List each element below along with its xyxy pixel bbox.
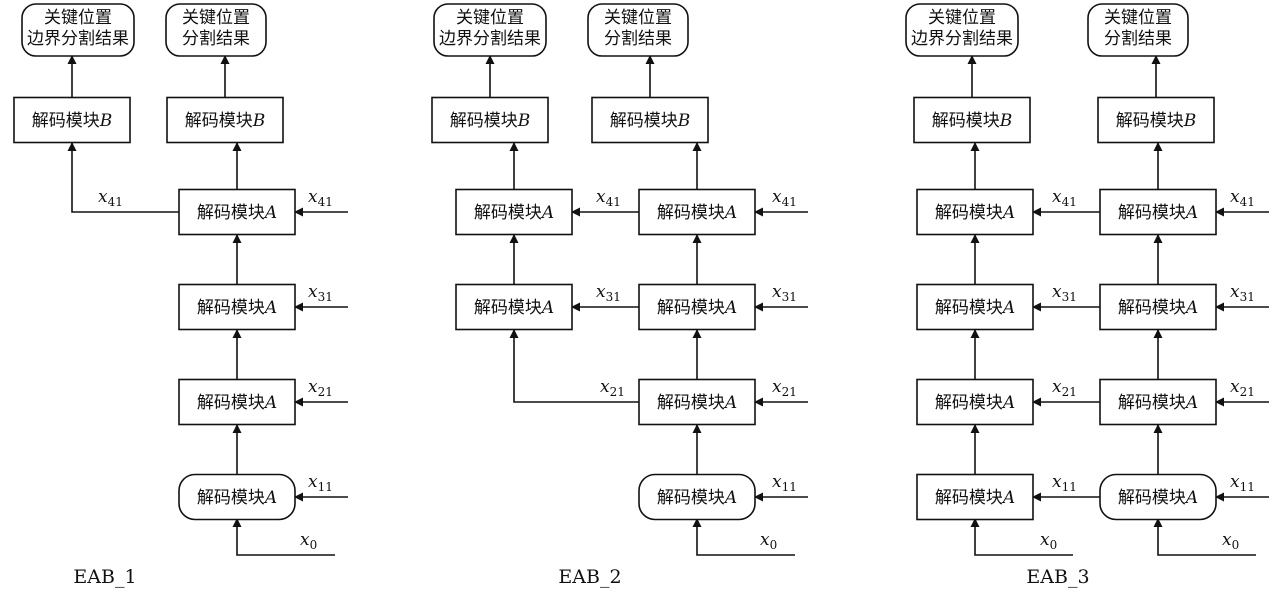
eab_3-decoder-a-2-boundary-label: 解码模块A xyxy=(935,393,1015,413)
eab_3-var-label-x41-0: x41 xyxy=(1052,187,1077,209)
eab_2-var-label-x11-6: x11 xyxy=(772,472,797,494)
eab_3-decoder-a-1-boundary-label: 解码模块A xyxy=(935,488,1015,508)
eab_3-var-label-x0-9: x0 xyxy=(1222,530,1239,552)
eab_3-var-label-x31-5: x31 xyxy=(1230,282,1255,304)
eab_2-decoder-a-2-main-label: 解码模块A xyxy=(657,393,737,413)
eab_1-decoder-a-2-box xyxy=(178,378,296,426)
eab_2-decoder-b-main-label: 解码模块B xyxy=(610,111,691,131)
eab_3-result-boundary-label: 关键位置边界分割结果 xyxy=(911,8,1013,48)
eab_1-decoder-a-1-label: 解码模块A xyxy=(197,488,277,508)
eab_1-decoder-a-1-box xyxy=(178,473,296,521)
eab_3-decoder-a-4-boundary-box xyxy=(916,188,1034,236)
eab_2-decoder-a-3-main-box xyxy=(638,283,756,331)
caption-eab_3: EAB_3 xyxy=(1026,566,1089,588)
eab_3-var-label-x21-6: x21 xyxy=(1230,377,1255,399)
eab_3-decoder-a-3-main-label: 解码模块A xyxy=(1118,298,1198,318)
eab_1-decoder-b-main-label: 解码模块B xyxy=(185,111,266,131)
eab_2-edge-input-x0-elbow xyxy=(692,518,795,556)
eab_2-result-boundary-box xyxy=(433,3,547,57)
eab_3-result-boundary-box xyxy=(905,3,1019,57)
eab_1-decoder-a-2-label: 解码模块A xyxy=(197,393,277,413)
eab_2-var-label-x21-5: x21 xyxy=(772,377,797,399)
eab_1-var-label-x31-2: x31 xyxy=(308,282,333,304)
eab_2-edge-x21-elbow-to-a3-boundary xyxy=(509,329,639,403)
eab_1-result-seg-label: 关键位置分割结果 xyxy=(182,8,250,48)
eab_3-edge-input-x0-boundary-elbow xyxy=(970,518,1073,556)
eab_2-decoder-a-2-main-box xyxy=(638,378,756,426)
eab_2-var-label-x41-0: x41 xyxy=(596,187,621,209)
eab_3-decoder-b-boundary-box xyxy=(913,96,1031,144)
eab_2-var-label-x31-1: x31 xyxy=(596,282,621,304)
eab_3-decoder-a-4-boundary-label: 解码模块A xyxy=(935,203,1015,223)
eab_1-result-seg-box xyxy=(165,3,267,57)
eab_2-var-label-x41-3: x41 xyxy=(772,187,797,209)
eab_1-decoder-a-3-label: 解码模块A xyxy=(197,298,277,318)
eab_1-var-label-x41-1: x41 xyxy=(308,187,333,209)
eab_3-decoder-a-2-boundary-box xyxy=(916,378,1034,426)
eab_3-decoder-a-4-main-label: 解码模块A xyxy=(1118,203,1198,223)
eab_3-decoder-a-1-main-box xyxy=(1099,473,1217,521)
eab_2-decoder-a-1-main-box xyxy=(638,473,756,521)
eab_1-result-boundary-box xyxy=(21,3,135,57)
eab_1-decoder-b-main-box xyxy=(166,96,284,144)
caption-eab_2: EAB_2 xyxy=(558,566,621,588)
eab_3-decoder-b-main-box xyxy=(1097,96,1215,144)
eab_3-decoder-a-4-main-box xyxy=(1099,188,1217,236)
eab_3-decoder-a-3-main-box xyxy=(1099,283,1217,331)
eab_3-var-label-x0-8: x0 xyxy=(1040,530,1057,552)
eab_1-var-label-x0-5: x0 xyxy=(300,530,317,552)
eab_2-result-seg-box xyxy=(587,3,689,57)
eab_1-decoder-a-4-label: 解码模块A xyxy=(197,203,277,223)
eab_2-decoder-b-boundary-box xyxy=(431,96,549,144)
eab_3-decoder-a-1-main-label: 解码模块A xyxy=(1118,488,1198,508)
eab_1-decoder-a-4-box xyxy=(178,188,296,236)
eab_3-var-label-x41-4: x41 xyxy=(1230,187,1255,209)
eab_3-decoder-b-boundary-label: 解码模块B xyxy=(932,111,1013,131)
eab_2-decoder-b-boundary-label: 解码模块B xyxy=(450,111,531,131)
eab_2-decoder-a-3-main-label: 解码模块A xyxy=(657,298,737,318)
eab_2-var-label-x21-2: x21 xyxy=(600,377,625,399)
eab_3-decoder-a-1-boundary-box xyxy=(916,473,1034,521)
eab_3-decoder-b-main-label: 解码模块B xyxy=(1116,111,1197,131)
eab_2-result-boundary-label: 关键位置边界分割结果 xyxy=(439,8,541,48)
eab_1-decoder-b-boundary-box xyxy=(13,96,131,144)
eab_2-result-seg-label: 关键位置分割结果 xyxy=(604,8,672,48)
eab_3-decoder-a-2-main-label: 解码模块A xyxy=(1118,393,1198,413)
eab_3-var-label-x31-1: x31 xyxy=(1052,282,1077,304)
eab_2-decoder-a-4-boundary-label: 解码模块A xyxy=(474,203,554,223)
eab_1-edge-input-x0-elbow xyxy=(232,518,335,556)
eab_2-var-label-x31-4: x31 xyxy=(772,282,797,304)
eab_1-var-label-x21-3: x21 xyxy=(308,377,333,399)
eab_3-decoder-a-3-boundary-label: 解码模块A xyxy=(935,298,1015,318)
eab_3-edge-input-x0-main-elbow xyxy=(1153,518,1256,556)
eab_1-var-label-x41-0: x41 xyxy=(98,187,123,209)
eab_1-var-label-x11-4: x11 xyxy=(308,472,333,494)
eab_2-decoder-a-4-main-box xyxy=(638,188,756,236)
eab_3-var-label-x11-7: x11 xyxy=(1230,472,1255,494)
eab_3-result-seg-box xyxy=(1087,3,1189,57)
eab_3-var-label-x21-2: x21 xyxy=(1052,377,1077,399)
eab_2-decoder-a-1-main-label: 解码模块A xyxy=(657,488,737,508)
eab_2-decoder-a-4-main-label: 解码模块A xyxy=(657,203,737,223)
eab_2-decoder-b-main-box xyxy=(591,96,709,144)
eab_2-decoder-a-3-boundary-box xyxy=(455,283,573,331)
caption-eab_1: EAB_1 xyxy=(73,566,136,588)
eab_2-decoder-a-3-boundary-label: 解码模块A xyxy=(474,298,554,318)
eab_1-result-boundary-label: 关键位置边界分割结果 xyxy=(27,8,129,48)
eab_1-decoder-b-boundary-label: 解码模块B xyxy=(32,111,113,131)
eab_3-decoder-a-2-main-box xyxy=(1099,378,1217,426)
eab_3-var-label-x11-3: x11 xyxy=(1052,472,1077,494)
eab_2-var-label-x0-7: x0 xyxy=(760,530,777,552)
eab_1-edge-a4-to-b-boundary-elbow xyxy=(67,142,179,213)
eab_3-result-seg-label: 关键位置分割结果 xyxy=(1104,8,1172,48)
eab_3-decoder-a-3-boundary-box xyxy=(916,283,1034,331)
eab_1-decoder-a-3-box xyxy=(178,283,296,331)
eab_2-decoder-a-4-boundary-box xyxy=(455,188,573,236)
